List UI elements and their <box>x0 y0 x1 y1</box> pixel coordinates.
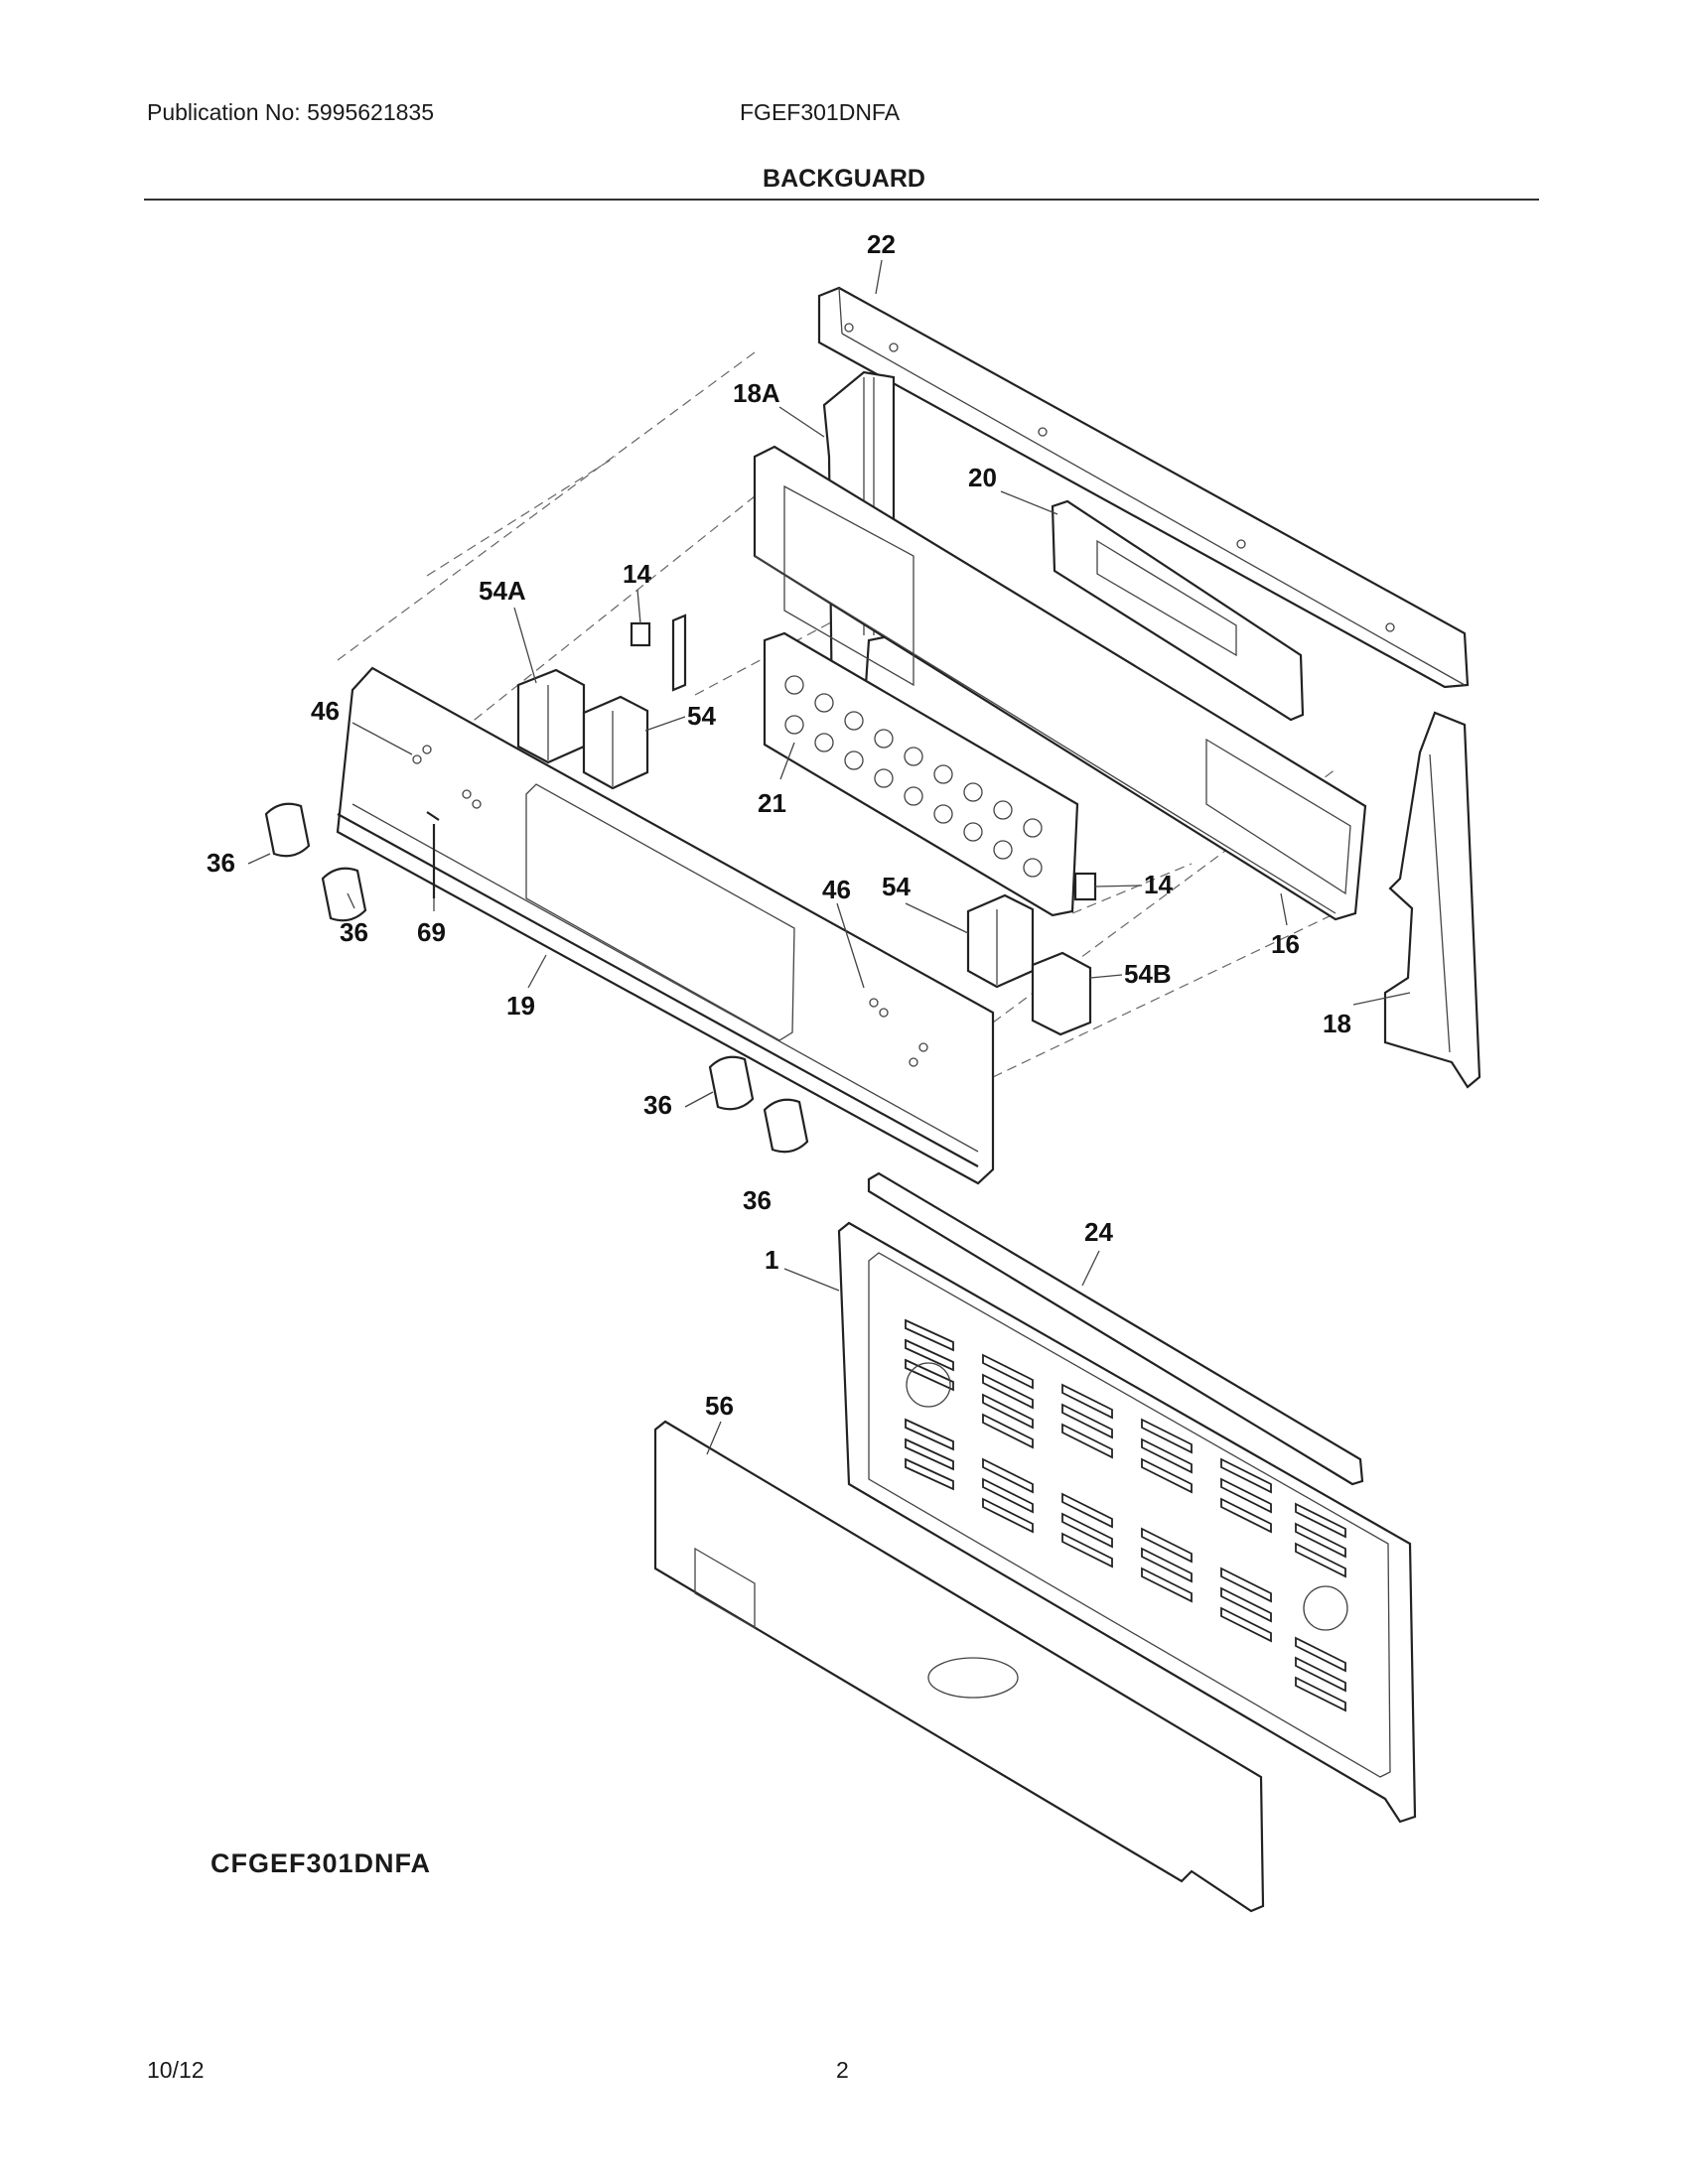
part-panel-strip <box>867 1171 1364 1486</box>
part-screw-69 <box>426 811 440 898</box>
callout-22: 22 <box>867 229 896 259</box>
callout-20: 20 <box>968 463 997 492</box>
model-number: FGEF301DNFA <box>740 99 901 125</box>
callout-36-a: 36 <box>207 848 235 878</box>
callout-19: 19 <box>506 991 535 1021</box>
callout-21: 21 <box>758 788 786 818</box>
callout-labels: 22 18A 20 54A 14 46 54 21 36 36 69 19 46… <box>207 229 1351 1421</box>
header-rule <box>144 199 1539 201</box>
callout-46: 46 <box>311 696 340 726</box>
callout-54b: 54B <box>1124 959 1172 989</box>
publication-number: Publication No: 5995621835 <box>147 99 435 125</box>
part-switch-54b <box>1031 951 1092 1036</box>
callout-24: 24 <box>1084 1217 1113 1247</box>
callout-54: 54 <box>687 701 716 731</box>
callout-54a: 54A <box>479 576 526 606</box>
part-lamp-14-top <box>630 621 651 647</box>
callout-18a: 18A <box>733 378 780 408</box>
part-switch-54 <box>582 695 649 790</box>
part-lower-shield <box>653 1420 1265 1913</box>
part-backguard-panel <box>837 1221 1417 1824</box>
callout-18: 18 <box>1323 1009 1351 1038</box>
part-switch-54a <box>516 668 586 764</box>
callout-14: 14 <box>623 559 651 589</box>
vent-slots <box>905 1318 1346 1712</box>
callout-56: 56 <box>705 1391 734 1421</box>
part-top-trim <box>817 286 1470 689</box>
part-lamp-14-right <box>1073 872 1097 901</box>
callout-54-b: 54 <box>882 872 911 901</box>
part-electronic-board <box>1051 499 1305 722</box>
callout-36-b: 36 <box>340 917 368 947</box>
leader-lines <box>247 259 1411 1455</box>
part-right-end-bracket <box>1383 711 1481 1089</box>
part-control-panel <box>336 666 995 1185</box>
part-switch-54-right <box>966 893 1035 989</box>
callout-16: 16 <box>1271 929 1300 959</box>
callout-14-b: 14 <box>1144 870 1173 899</box>
part-keypad <box>671 614 1079 917</box>
callout-69: 69 <box>417 917 446 947</box>
callout-46-b: 46 <box>822 875 851 904</box>
page-title: BACKGUARD <box>763 165 925 193</box>
page-number: 2 <box>836 2057 849 2083</box>
part-control-frame <box>753 445 1367 921</box>
callout-36-d: 36 <box>743 1185 772 1215</box>
revision-date: 10/12 <box>147 2057 205 2083</box>
drawing-code: CFGEF301DNFA <box>211 1848 432 1878</box>
callout-36-c: 36 <box>643 1090 672 1120</box>
callout-1: 1 <box>765 1245 778 1275</box>
